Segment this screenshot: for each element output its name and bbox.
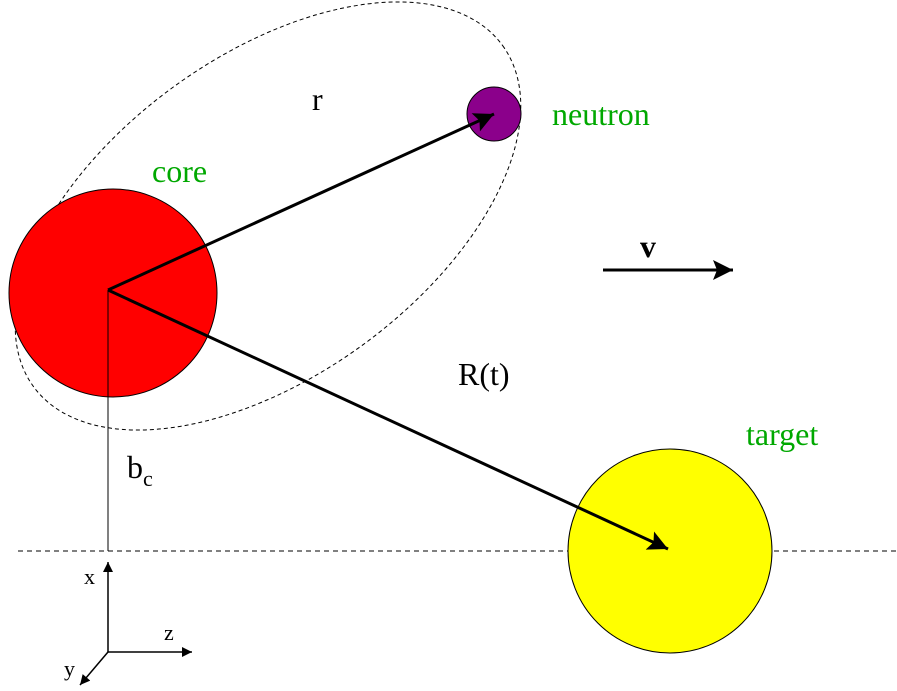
target-nucleus	[567, 448, 773, 654]
neutron-label: neutron	[552, 96, 650, 132]
R-label: R(t)	[458, 356, 510, 392]
impact-parameter-subscript: c	[143, 466, 153, 491]
velocity-label: v	[640, 228, 656, 264]
target-label: target	[746, 416, 818, 452]
y-axis-arrow	[79, 651, 109, 686]
R-vector	[107, 288, 669, 551]
r-label: r	[312, 81, 323, 117]
impact-parameter-symbol: b	[127, 449, 143, 485]
impact-parameter-label: bc	[127, 449, 153, 491]
z-axis-label: z	[164, 620, 174, 645]
core-label: core	[152, 153, 207, 189]
x-axis-label: x	[84, 564, 95, 589]
y-axis-label: y	[64, 656, 75, 681]
halo-ellipse	[14, 1, 522, 431]
r-vector	[107, 112, 495, 292]
